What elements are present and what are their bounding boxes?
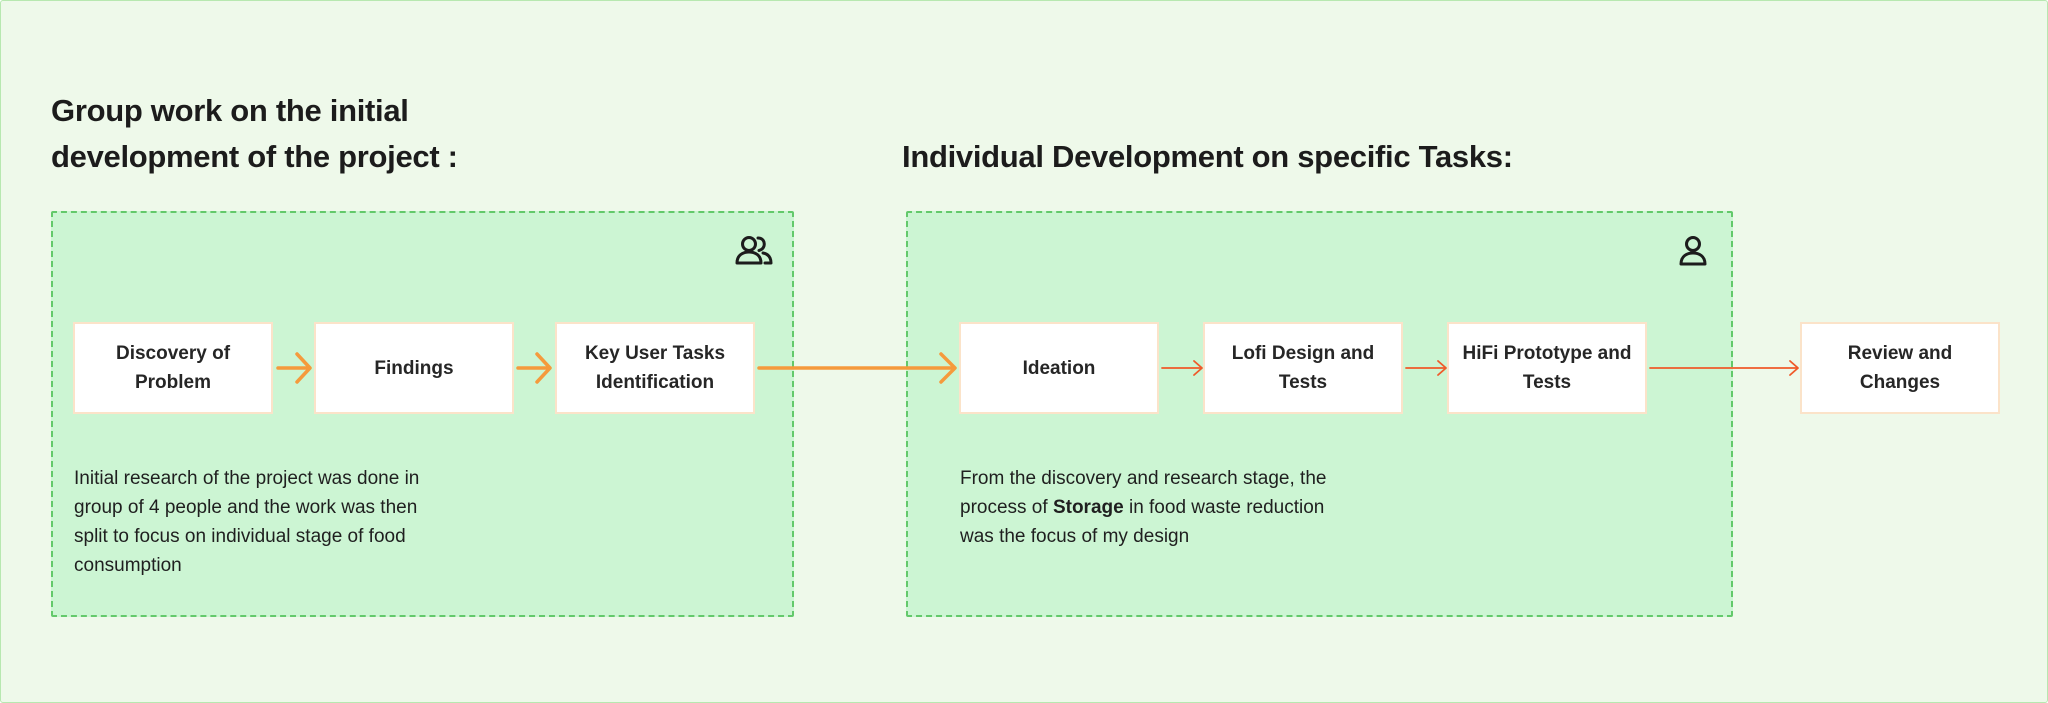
arrow-lofi-to-hifi	[1405, 360, 1447, 376]
individual-development-heading: Individual Development on specific Tasks…	[902, 139, 1513, 174]
individual-work-description: From the discovery and research stage, t…	[960, 464, 1328, 551]
arrow-ideation-to-lofi	[1161, 360, 1203, 376]
group-work-region	[51, 211, 794, 617]
individual-work-region	[906, 211, 1733, 617]
group-work-heading-line1: Group work on the initial	[51, 93, 409, 128]
individual-description-text-end: in food waste reduction was the focus of…	[960, 497, 1325, 547]
group-work-description: Initial research of the project was done…	[74, 468, 420, 576]
individual-description-text-start: From the discovery and research stage, t…	[960, 468, 1327, 518]
step-discovery-of-problem: Discovery of Problem	[73, 322, 273, 414]
step-hifi-prototype-and-tests: HiFi Prototype and Tests	[1447, 322, 1647, 414]
users-icon	[735, 236, 773, 265]
individual-description-emphasis: Storage	[1052, 497, 1124, 518]
group-work-heading: Group work on the initial development of…	[51, 88, 458, 180]
arrow-discovery-to-findings	[276, 352, 312, 384]
step-lofi-design-and-tests: Lofi Design and Tests	[1203, 322, 1403, 414]
step-key-user-tasks-identification: Key User Tasks Identification	[555, 322, 755, 414]
step-findings: Findings	[314, 322, 514, 414]
step-ideation: Ideation	[959, 322, 1159, 414]
arrow-hifi-to-review	[1649, 360, 1799, 376]
arrow-findings-to-key-tasks	[516, 352, 552, 384]
arrow-key-tasks-to-ideation	[757, 352, 957, 384]
user-icon	[1679, 236, 1707, 266]
group-work-heading-line2: development of the project :	[51, 139, 458, 174]
step-review-and-changes: Review and Changes	[1800, 322, 2000, 414]
